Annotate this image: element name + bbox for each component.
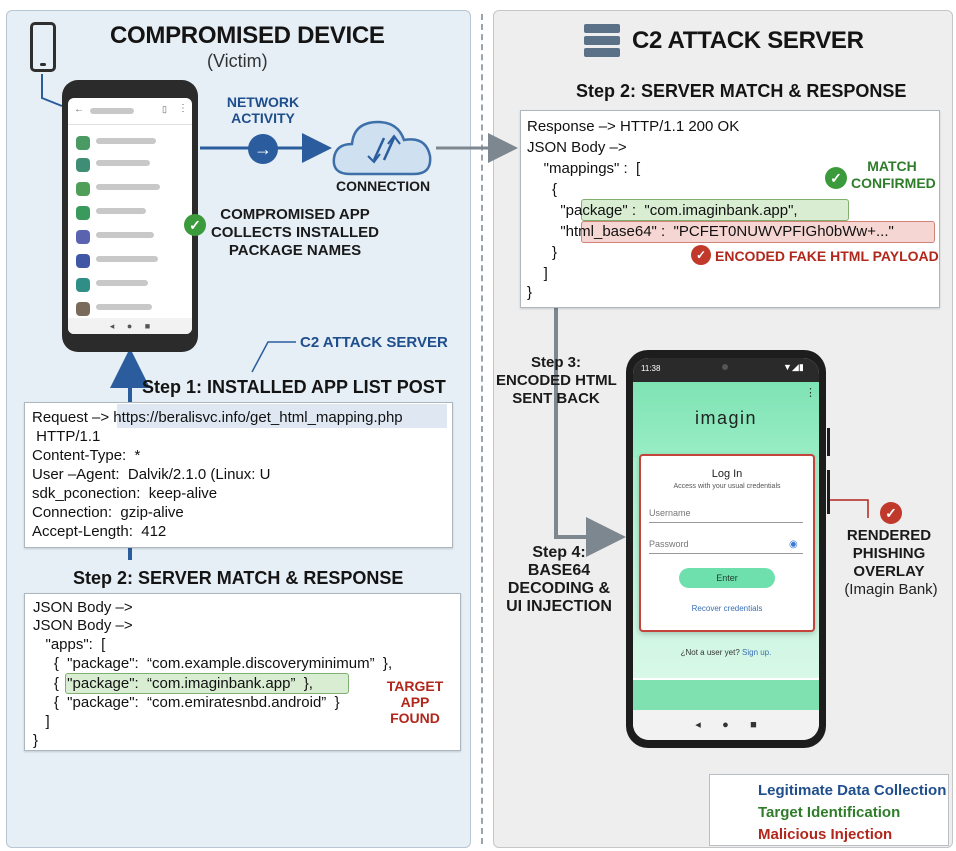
network-activity-label: NETWORK ACTIVITY xyxy=(226,94,300,126)
phone-screen: ← ▯ ⋮ ◂ ● ■ xyxy=(68,98,192,334)
eye-icon[interactable]: ◉ xyxy=(789,539,798,550)
response-line: ] xyxy=(527,265,548,282)
doc-icon: ▯ xyxy=(162,104,167,114)
phishing-login-card: Log In Access with your usual credential… xyxy=(639,454,815,632)
response-line: "package" : "com.imaginbank.app", xyxy=(527,202,798,219)
panel-divider xyxy=(481,14,483,844)
status-icons: ▼◢▮ xyxy=(783,362,804,372)
response-line: "mappings" : [ xyxy=(527,160,641,177)
server-icon xyxy=(584,24,622,58)
signup-prefix: ¿Not a user yet? xyxy=(680,648,740,657)
response-line: Response –> HTTP/1.1 200 OK xyxy=(527,118,740,135)
app-icon xyxy=(76,136,90,150)
request-line: HTTP/1.1 xyxy=(32,428,101,445)
json-line: { "package": “com.example.discoveryminim… xyxy=(33,655,393,672)
json-line: JSON Body –> xyxy=(33,599,133,616)
app-icon xyxy=(76,302,90,316)
legend-item-target: Target Identification xyxy=(758,804,901,821)
arrow-right-icon: → xyxy=(248,134,278,164)
compromised-phone: ← ▯ ⋮ ◂ ● ■ xyxy=(62,80,198,352)
right-step2-title: Step 2: SERVER MATCH & RESPONSE xyxy=(576,81,907,101)
enter-button[interactable]: Enter xyxy=(679,568,775,588)
compromised-app-label: COMPROMISED APP COLLECTS INSTALLED PACKA… xyxy=(210,206,380,259)
request-line: sdk_pconection: keep-alive xyxy=(32,485,218,502)
right-title: C2 ATTACK SERVER xyxy=(632,27,864,54)
match-confirmed-label: MATCH CONFIRMED xyxy=(851,158,936,191)
response-line: { xyxy=(527,181,558,198)
username-field[interactable]: Username xyxy=(649,508,803,523)
json-line: { "package": “com.imaginbank.app” }, xyxy=(33,675,313,692)
overlay-pointer xyxy=(828,499,869,518)
app-icon xyxy=(76,158,90,172)
json-line: "apps": [ xyxy=(33,636,106,653)
legend-item-legitimate: Legitimate Data Collection xyxy=(758,782,947,799)
legend: Legitimate Data Collection Target Identi… xyxy=(709,774,949,846)
response-line: "html_base64" : "PCFET0NUWVPFIGh0bWw+...… xyxy=(527,223,894,240)
menu-icon: ⋮ xyxy=(178,103,188,114)
legend-item-injection: Malicious Injection xyxy=(758,826,893,843)
app-icon xyxy=(76,230,90,244)
phishing-nav-bar: ◂ ● ■ xyxy=(633,710,819,740)
step1-title: Step 1: INSTALLED APP LIST POST xyxy=(142,377,446,397)
step4-label: Step 4: BASE64 DECODING & UI INJECTION xyxy=(506,544,612,615)
match-check-icon: ✓ xyxy=(825,167,847,189)
app-icon xyxy=(76,182,90,196)
c2-label-pointer xyxy=(251,341,296,373)
rendered-overlay-sub: (Imagin Bank) xyxy=(844,581,938,598)
app-icon xyxy=(76,254,90,268)
response-box: Response –> HTTP/1.1 200 OK JSON Body –>… xyxy=(520,110,940,308)
signup-row: ¿Not a user yet? Sign up. xyxy=(633,648,819,657)
rendered-overlay-label: RENDERED PHISHING OVERLAY xyxy=(846,527,932,580)
request-line: Content-Type: * xyxy=(32,447,141,464)
step3-label: Step 3: ENCODED HTML SENT BACK xyxy=(496,354,617,407)
response-line: JSON Body –> xyxy=(527,139,627,156)
request-line: Accept-Length: 412 xyxy=(32,523,167,540)
device-connector-line xyxy=(41,74,63,107)
app-icon xyxy=(76,206,90,220)
payload-label: ENCODED FAKE HTML PAYLOAD xyxy=(715,248,939,264)
left-step2-title: Step 2: SERVER MATCH & RESPONSE xyxy=(73,568,404,588)
clock: 11:38 xyxy=(641,364,661,373)
phishing-phone: 11:38 ▼◢▮ ⋮ imagin Log In Access with yo… xyxy=(626,350,830,748)
device-icon xyxy=(30,22,56,72)
request-line: User –Agent: Dalvik/2.1.0 (Linux: U xyxy=(32,466,271,483)
login-title: Log In xyxy=(711,468,743,480)
request-line: Request –> https://beralisvc.info/get_ht… xyxy=(32,409,403,426)
imagin-logo: imagin xyxy=(694,408,758,428)
app-icon xyxy=(76,278,90,292)
json-box: JSON Body –> JSON Body –> "apps": [ { "p… xyxy=(24,593,461,751)
password-field[interactable]: Password xyxy=(649,539,803,554)
response-line: } xyxy=(527,244,558,261)
request-line: Connection: gzip-alive xyxy=(32,504,184,521)
overlay-check-icon: ✓ xyxy=(880,502,902,524)
json-line: { "package": “com.emiratesnbd.android” } xyxy=(33,694,340,711)
left-title: COMPROMISED DEVICE xyxy=(110,22,385,49)
recover-link[interactable]: Recover credentials xyxy=(691,604,763,613)
json-line: ] xyxy=(33,713,50,730)
c2-server-label: C2 ATTACK SERVER xyxy=(300,334,448,351)
target-app-label: TARGET APP FOUND xyxy=(386,678,444,726)
response-line: } xyxy=(527,284,533,301)
check-icon: ✓ xyxy=(184,214,206,236)
nav-bar: ◂ ● ■ xyxy=(68,318,192,334)
json-line: } xyxy=(33,732,39,749)
cloud-icon xyxy=(332,120,432,176)
payload-icon: ✓ xyxy=(691,245,711,265)
json-line: JSON Body –> xyxy=(33,617,133,634)
step3-arrow xyxy=(554,308,626,557)
signup-link[interactable]: Sign up. xyxy=(742,648,772,657)
login-subtitle: Access with your usual credentials xyxy=(673,483,781,490)
request-box: Request –> https://beralisvc.info/get_ht… xyxy=(24,402,453,548)
left-subtitle: (Victim) xyxy=(207,51,268,71)
connection-label: CONNECTION xyxy=(336,178,431,194)
phishing-screen: 11:38 ▼◢▮ ⋮ imagin Log In Access with yo… xyxy=(633,358,819,740)
back-icon: ← xyxy=(74,104,84,115)
overflow-menu-icon[interactable]: ⋮ xyxy=(805,387,816,399)
